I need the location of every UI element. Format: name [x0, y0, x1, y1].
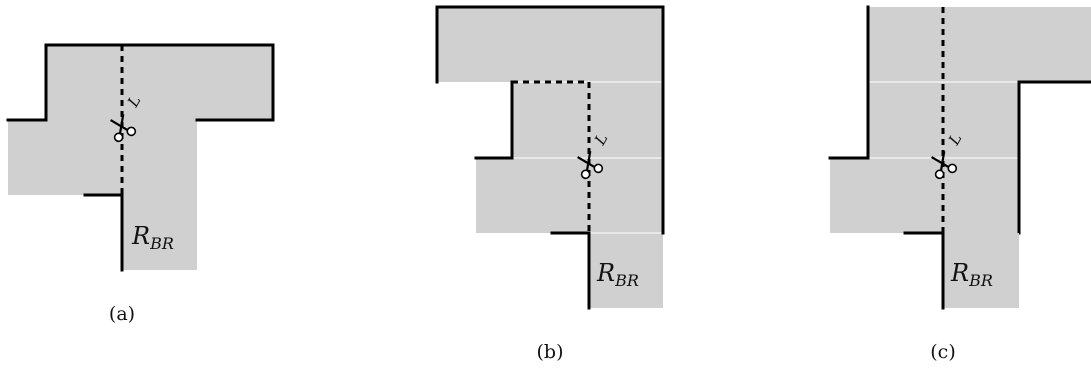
panel-a: L RBR (a) [6, 43, 275, 325]
cut-line-b [512, 80, 591, 233]
region-br-c [943, 233, 1019, 308]
panel-b: L RBR (b) [435, 5, 665, 363]
caption-a: (a) [109, 303, 135, 325]
region-label-a: RBR [131, 222, 174, 253]
panel-c: L RBR (c) [828, 5, 1091, 363]
region-label-c: RBR [950, 259, 993, 290]
region-shape-a [8, 45, 273, 270]
caption-c: (c) [930, 341, 955, 363]
caption-b: (b) [537, 341, 564, 363]
region-walls-b [435, 5, 665, 310]
region-label-b: RBR [596, 259, 639, 290]
region-walls-a [6, 43, 275, 272]
